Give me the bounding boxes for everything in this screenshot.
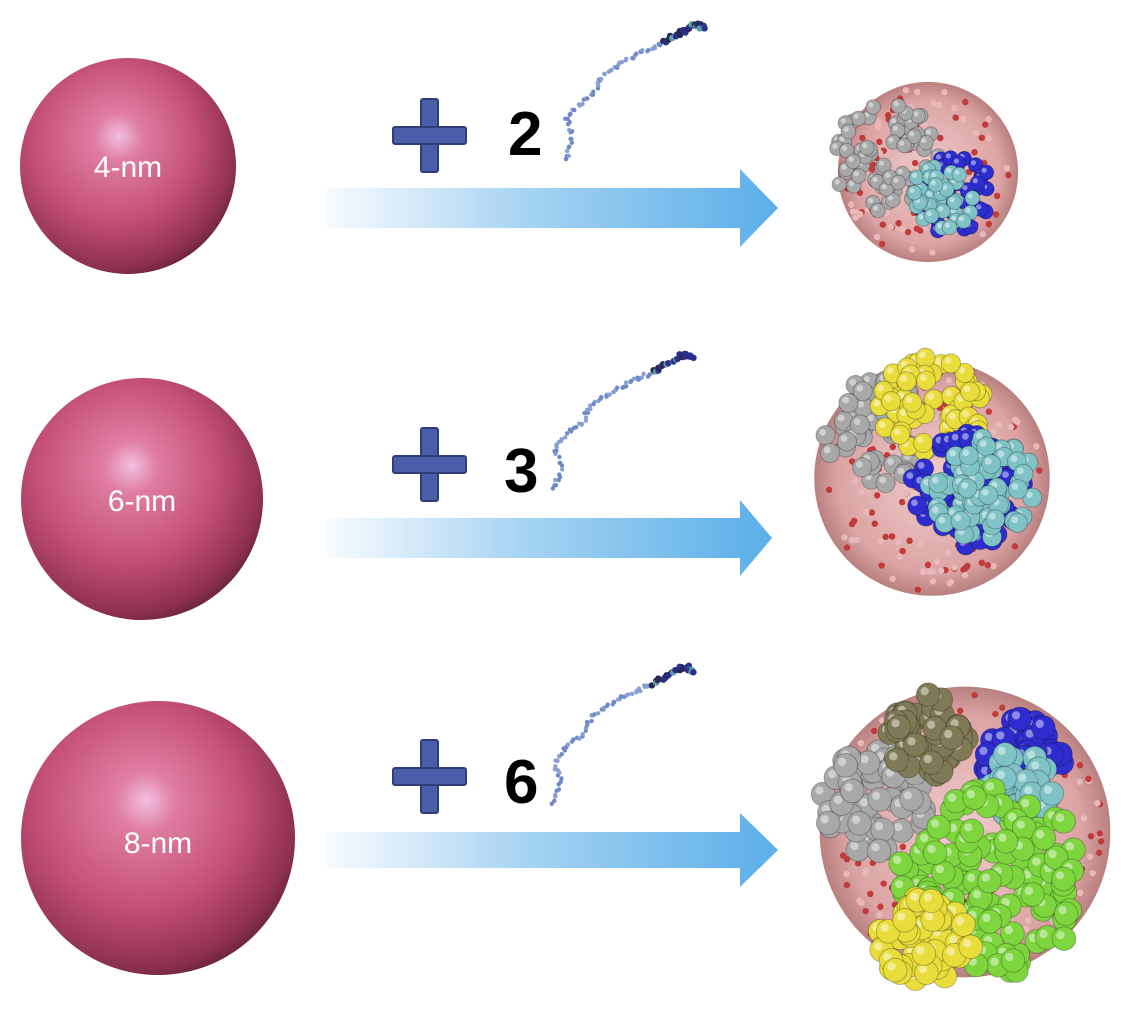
row-2: 6-nm 3 <box>21 347 1050 620</box>
peptide-chain-icon <box>549 662 697 806</box>
row-1: 4-nm 2 <box>20 20 1019 274</box>
plus-icon <box>392 427 467 502</box>
peptide-count: 2 <box>508 100 542 169</box>
plus-icon <box>392 739 467 814</box>
nanoparticle-label: 8-nm <box>124 827 192 860</box>
nanoparticle-label: 6-nm <box>108 485 176 518</box>
peptide-nanoparticle-complex <box>814 347 1050 596</box>
reaction-arrow <box>327 500 772 576</box>
reaction-arrow <box>327 169 778 247</box>
row-3: 8-nm 6 <box>21 662 1111 992</box>
peptide-count: 6 <box>504 748 538 817</box>
peptide-count: 3 <box>504 437 538 506</box>
nanoparticle-4nm <box>20 58 236 274</box>
peptide-nanoparticle-complex <box>829 81 1019 263</box>
plus-icon <box>392 98 467 173</box>
peptide-chain-icon <box>563 20 708 162</box>
reaction-arrow <box>327 813 778 887</box>
peptide-nanoparticle-complex <box>810 682 1111 992</box>
nanoparticle-8nm <box>21 701 295 975</box>
nanoparticle-label: 4-nm <box>94 151 162 184</box>
nanoparticle-6nm <box>21 378 263 620</box>
peptide-chain-icon <box>550 350 697 491</box>
